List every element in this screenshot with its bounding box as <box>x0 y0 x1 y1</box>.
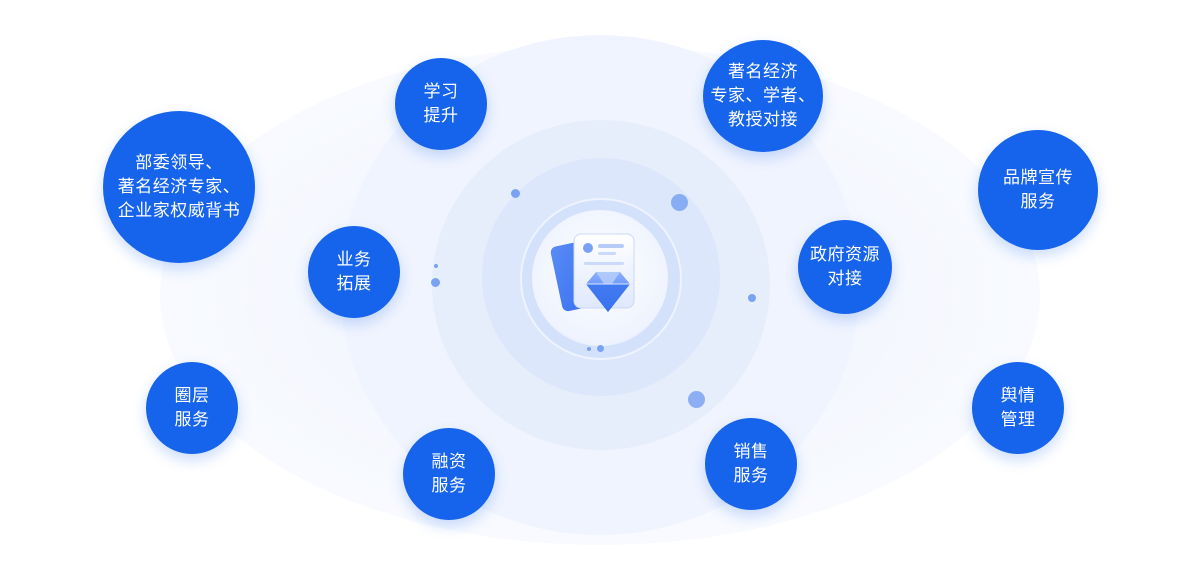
document-diamond-icon <box>548 228 652 328</box>
node-label-line: 著名经济专家、 <box>117 177 241 197</box>
node-label-line: 业务 <box>336 250 372 270</box>
decor-dot <box>511 189 520 198</box>
node-label-line: 对接 <box>827 269 863 289</box>
node-label-line: 服务 <box>174 410 210 430</box>
node-financing[interactable]: 融资服务 <box>403 428 495 520</box>
node-label-line: 服务 <box>1020 192 1056 212</box>
node-label-line: 服务 <box>431 476 467 496</box>
node-label-line: 融资 <box>431 452 467 472</box>
node-label-line: 政府资源 <box>810 245 880 265</box>
node-sales[interactable]: 销售服务 <box>705 418 797 510</box>
decor-dot <box>688 391 705 408</box>
node-circle[interactable]: 圈层服务 <box>146 362 238 454</box>
node-business[interactable]: 业务拓展 <box>308 226 400 318</box>
node-label-line: 圈层 <box>174 386 210 406</box>
decor-dot <box>434 264 438 268</box>
node-label-line: 提升 <box>423 106 459 126</box>
node-leaders-endorsement[interactable]: 部委领导、著名经济专家、企业家权威背书 <box>103 111 255 263</box>
node-label-line: 管理 <box>1000 410 1036 430</box>
node-label-line: 著名经济 <box>728 62 798 82</box>
node-government[interactable]: 政府资源对接 <box>798 220 892 314</box>
node-label-line: 专家、学者、 <box>710 86 816 106</box>
node-label-line: 品牌宣传 <box>1003 168 1073 188</box>
decor-dot <box>671 194 688 211</box>
node-label-line: 学习 <box>423 82 459 102</box>
node-opinion[interactable]: 舆情管理 <box>972 362 1064 454</box>
decor-dot <box>587 347 591 351</box>
node-learning[interactable]: 学习提升 <box>395 58 487 150</box>
decor-dot <box>431 278 440 287</box>
node-label-line: 舆情 <box>1000 386 1036 406</box>
node-label-line: 销售 <box>733 442 769 462</box>
node-brand[interactable]: 品牌宣传服务 <box>978 130 1098 250</box>
node-label-line: 企业家权威背书 <box>117 201 241 221</box>
node-label-line: 部委领导、 <box>135 153 223 173</box>
node-experts[interactable]: 著名经济专家、学者、教授对接 <box>703 40 823 152</box>
node-label-line: 拓展 <box>336 274 372 294</box>
node-label-line: 服务 <box>733 466 769 486</box>
node-label-line: 教授对接 <box>728 110 798 130</box>
decor-dot <box>748 294 756 302</box>
decor-dot <box>597 345 604 352</box>
